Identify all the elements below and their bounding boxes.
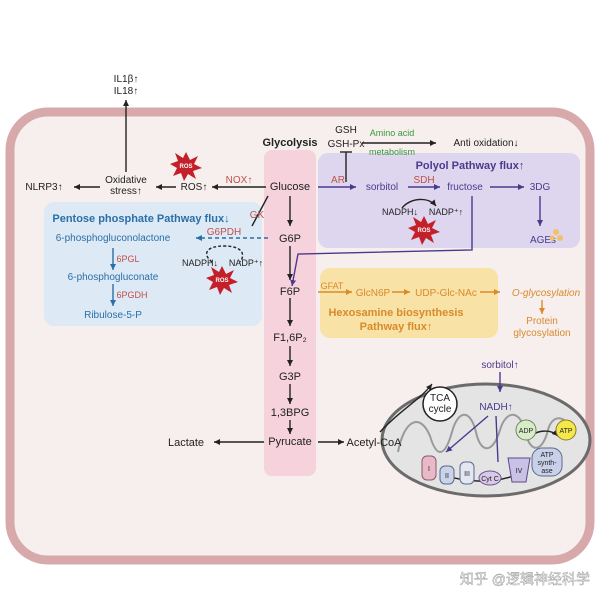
complex-2-label: II	[445, 473, 449, 480]
o-glycosylation-label: O-glycosylation	[512, 288, 581, 299]
lactone-label: 6-phosphogluconolactone	[56, 233, 171, 244]
protein-label: Protein	[526, 316, 558, 327]
polyol-nadp-label: NADP⁺↑	[429, 207, 463, 217]
atp-synthase	[531, 447, 563, 477]
amino-acid-label: Amino acid	[370, 128, 415, 138]
mito-sorbitol-label: sorbitol↑	[481, 360, 518, 371]
tca-label-2: cycle	[429, 404, 452, 415]
sorbitol-label: sorbitol	[366, 182, 398, 193]
pentose-pathway-box	[44, 202, 262, 326]
complex-4	[507, 457, 531, 483]
metabolism-label: metabolism	[369, 147, 415, 157]
ros-badge-top: ROS	[179, 164, 192, 170]
oxidative-stress-label-1: Oxidative	[105, 175, 147, 186]
atp-synthase-label-2: synth-	[537, 460, 557, 467]
bpg-label: 1,3BPG	[271, 407, 310, 419]
ros-star-pentose: ROS	[206, 266, 238, 295]
acetyl-coa-label: Acetyl-CoA	[346, 437, 402, 449]
complex-1	[421, 455, 437, 481]
tca-cycle: TCA cycle	[422, 386, 458, 422]
f6p-label: F6P	[280, 286, 300, 298]
6pgl-label: 6PGL	[116, 254, 139, 264]
ros-badge-pentose: ROS	[215, 278, 228, 284]
glucose-label: Glucose	[270, 181, 310, 193]
polyol-nadph-label: NADPH↓	[382, 207, 418, 217]
complex-3	[459, 461, 475, 485]
electron-transport-chain: I II III Cyt C IV ATP synth- ase ADP ATP	[421, 419, 577, 486]
oxidative-stress-label-2: stress↑	[110, 186, 142, 197]
complex-4-label: IV	[516, 468, 523, 475]
f16p-label: F1,6P₂	[273, 332, 307, 344]
pentose-title: Pentose phosphate Pathway flux↓	[52, 213, 229, 225]
atp-label: ATP	[559, 428, 572, 435]
pyrucate-label: Pyrucate	[268, 436, 311, 448]
udp-glcnac-label: UDP-Glc-NAc	[415, 288, 477, 299]
glycosylation-label: glycosylation	[513, 328, 570, 339]
polyol-title: Polyol Pathway flux↑	[416, 160, 525, 172]
hexosamine-pathway-box	[320, 268, 498, 338]
atp-synthase-label-1: ATP	[540, 452, 553, 459]
ros-badge-polyol: ROS	[417, 228, 430, 234]
gsh-label: GSH	[335, 125, 357, 136]
nadh-label: NADH↑	[479, 402, 512, 413]
ros-label: ROS↑	[181, 182, 208, 193]
ros-star-top: ROS	[170, 152, 202, 181]
atp-bubble	[555, 419, 577, 441]
polyol-pathway-box	[318, 153, 580, 248]
ages-dots	[549, 229, 563, 241]
glcn6p-label: GlcN6P	[356, 288, 391, 299]
g3p-label: G3P	[279, 371, 301, 383]
ar-label: AR	[331, 175, 345, 186]
complex-2	[439, 465, 455, 485]
ages-label: AGEs	[530, 235, 556, 246]
labels: IL1β↑ IL18↑ NLRP3↑ Oxidative stress↑ ROS…	[25, 74, 580, 449]
ros-star-polyol: ROS	[408, 216, 440, 245]
anti-oxidation-label: Anti oxidation↓	[453, 138, 518, 149]
gsh-px-label: GSH-Px	[328, 139, 365, 150]
lactate-label: Lactate	[168, 437, 204, 449]
gk-label: GK	[250, 210, 265, 221]
6pgdh-label: 6PGDH	[116, 290, 147, 300]
ribulose-label: Ribulose-5-P	[84, 310, 142, 321]
complex-1-label: I	[428, 466, 430, 473]
nox-label: NOX↑	[226, 175, 253, 186]
g6pdh-label: G6PDH	[207, 227, 241, 238]
adp-bubble	[515, 419, 537, 441]
watermark: 知乎 @逻辑神经科学	[460, 571, 590, 587]
atp-synthase-label-3: ase	[541, 468, 552, 475]
3dg-label: 3DG	[530, 182, 551, 193]
gluconate-label: 6-phosphogluconate	[68, 272, 159, 283]
sdh-label: SDH	[413, 175, 434, 186]
fructose-label: fructose	[447, 182, 483, 193]
cytc-label: Cyt C	[481, 476, 499, 483]
pentose-nadp-label: NADP⁺↑	[229, 258, 263, 268]
nlrp3-label: NLRP3↑	[25, 182, 62, 193]
ros-starbursts: ROS ROS ROS	[170, 152, 440, 295]
hexosamine-title-2: Pathway flux↑	[360, 321, 433, 333]
cytochrome-c	[478, 470, 502, 486]
adp-label: ADP	[519, 428, 534, 435]
il1b-label: IL1β↑	[114, 74, 139, 85]
glycolysis-title: Glycolysis	[262, 137, 317, 149]
tca-label-1: TCA	[430, 393, 450, 404]
complex-3-label: III	[464, 471, 470, 478]
hexosamine-title-1: Hexosamine biosynthesis	[328, 307, 463, 319]
pentose-nadph-label: NADPH↓	[182, 258, 218, 268]
g6p-label: G6P	[279, 233, 301, 245]
il18-label: IL18↑	[114, 86, 138, 97]
gfat-label: GFAT	[321, 281, 344, 291]
